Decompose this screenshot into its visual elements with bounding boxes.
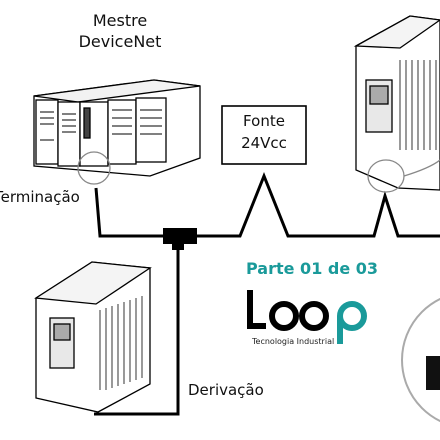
master-plc [33, 79, 201, 177]
termination-highlight-left [77, 151, 111, 185]
derivation-label: Derivação [188, 381, 264, 399]
drop-cable [94, 246, 180, 416]
power-label-line2: 24Vcc [241, 134, 287, 152]
drive-bottom-left [34, 261, 152, 413]
power-supply-label: Fonte 24Vcc [224, 110, 304, 154]
logo-tagline: Tecnologia Industrial [252, 337, 335, 346]
loop-logo [247, 290, 367, 344]
termination-label: Terminação [0, 188, 80, 206]
master-label-line1: Mestre [92, 11, 148, 30]
part-label: Parte 01 de 03 [246, 259, 379, 278]
drive-top-right [353, 15, 440, 191]
master-label: Mestre DeviceNet [68, 10, 172, 52]
detail-zoom-circle [401, 297, 440, 423]
trunk-cable [94, 171, 440, 238]
master-label-line2: DeviceNet [78, 32, 162, 51]
power-label-line1: Fonte [243, 112, 285, 130]
tee-connector [163, 228, 197, 244]
power-supply-box [221, 105, 307, 165]
